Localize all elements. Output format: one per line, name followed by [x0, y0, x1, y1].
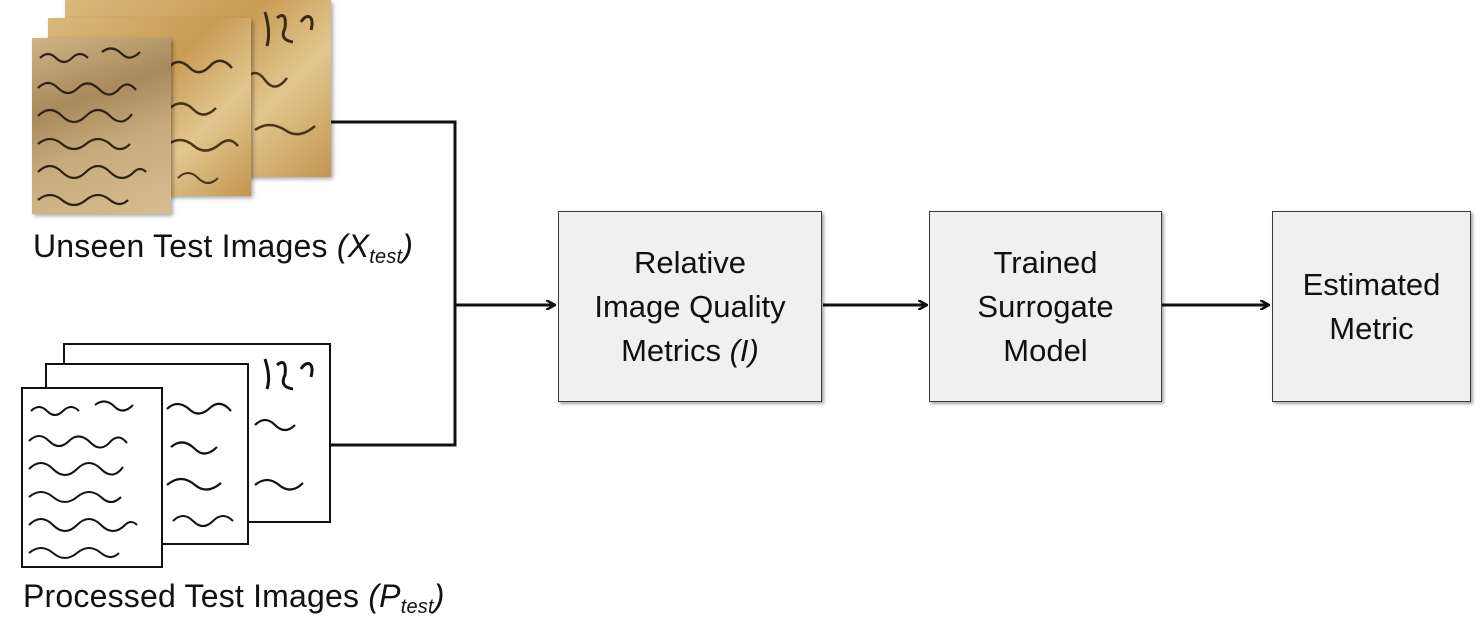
surrogate-line-1: Trained: [993, 244, 1098, 280]
estimate-line-1: Estimated: [1302, 266, 1441, 302]
handwriting-scribble: [28, 400, 138, 559]
metrics-symbol: (I): [729, 332, 759, 368]
image-quality-metrics-box: Relative Image Quality Metrics (I): [558, 211, 822, 402]
handwriting-scribble: [166, 402, 234, 527]
processed-label-subscript: test: [400, 596, 434, 618]
metrics-line-1: Relative: [633, 244, 746, 280]
surrogate-line-3: Model: [1003, 332, 1088, 368]
processed-test-images-label: Processed Test Images (Ptest): [23, 578, 445, 618]
handwriting-scribble: [254, 358, 314, 491]
trained-surrogate-model-box: Trained Surrogate Model: [929, 211, 1162, 402]
unseen-label-text: Unseen Test Images: [33, 228, 328, 264]
unseen-merge-line: [331, 120, 457, 447]
handwriting-scribble: [37, 47, 147, 207]
estimated-metric-box: Estimated Metric: [1272, 211, 1471, 402]
processed-label-text: Processed Test Images: [23, 578, 360, 614]
handwriting-scribble: [165, 59, 239, 184]
metrics-line-2: Image Quality: [594, 288, 786, 324]
metrics-line-3: Metrics: [621, 332, 721, 368]
unseen-label-subscript: test: [369, 246, 403, 268]
processed-image-page-1: [21, 387, 163, 568]
processed-label-symbol: P: [379, 578, 401, 614]
estimate-line-2: Metric: [1329, 310, 1414, 346]
surrogate-line-2: Surrogate: [977, 288, 1114, 324]
unseen-label-symbol: X: [347, 228, 370, 264]
unseen-test-images-label: Unseen Test Images (Xtest): [33, 228, 414, 268]
unseen-image-page-1: [32, 38, 171, 214]
